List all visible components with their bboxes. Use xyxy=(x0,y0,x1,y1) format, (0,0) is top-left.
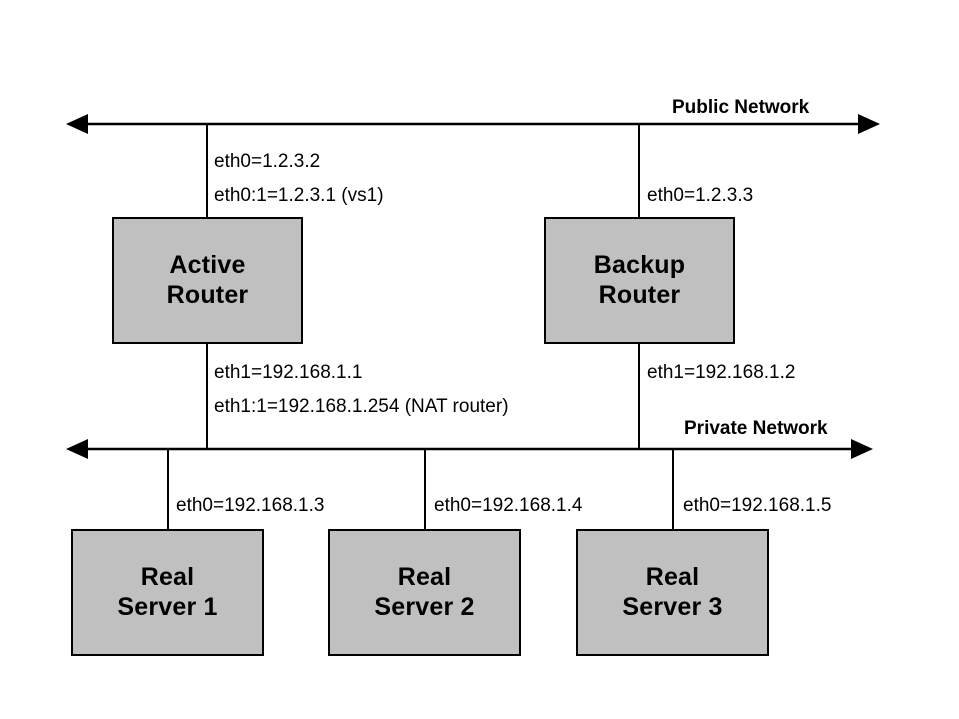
node-real-server-3-line2: Server 3 xyxy=(622,592,723,621)
iface-active-router-eth0: eth0=1.2.3.2 xyxy=(214,151,321,172)
private-network-label: Private Network xyxy=(684,418,828,439)
node-real-server-1-line2: Server 1 xyxy=(117,592,218,621)
iface-real-server-2-eth0: eth0=192.168.1.4 xyxy=(434,495,583,516)
iface-real-server-1-eth0: eth0=192.168.1.3 xyxy=(176,495,325,516)
iface-active-router-eth1: eth1=192.168.1.1 xyxy=(214,362,363,383)
node-real-server-1[interactable]: Real Server 1 xyxy=(71,529,264,656)
node-real-server-1-line1: Real xyxy=(140,563,195,591)
public-network-label: Public Network xyxy=(672,97,810,118)
node-backup-router[interactable]: Backup Router xyxy=(544,217,735,344)
iface-active-router-eth0-alias: eth0:1=1.2.3.1 (vs1) xyxy=(214,185,384,206)
node-active-router-line2: Router xyxy=(166,280,249,309)
node-real-server-3-line1: Real xyxy=(645,563,700,591)
node-backup-router-line2: Router xyxy=(598,280,681,309)
iface-backup-router-eth0: eth0=1.2.3.3 xyxy=(647,185,754,206)
node-active-router[interactable]: Active Router xyxy=(112,217,303,344)
iface-real-server-3-eth0: eth0=192.168.1.5 xyxy=(683,495,832,516)
node-active-router-line1: Active xyxy=(169,251,246,279)
node-real-server-2-line1: Real xyxy=(397,563,452,591)
node-real-server-2-line2: Server 2 xyxy=(374,592,475,621)
private-network-bus xyxy=(66,439,873,459)
node-backup-router-line1: Backup xyxy=(593,251,686,279)
iface-active-router-eth1-alias: eth1:1=192.168.1.254 (NAT router) xyxy=(214,396,509,417)
node-real-server-3[interactable]: Real Server 3 xyxy=(576,529,769,656)
iface-backup-router-eth1: eth1=192.168.1.2 xyxy=(647,362,796,383)
public-network-bus xyxy=(66,114,880,134)
node-real-server-2[interactable]: Real Server 2 xyxy=(328,529,521,656)
